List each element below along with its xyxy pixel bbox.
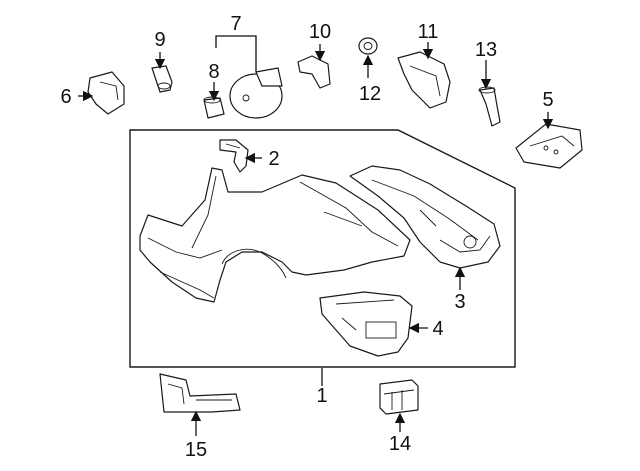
callout-11: 11 (418, 21, 439, 43)
callout-6: 6 (60, 86, 71, 108)
connector-block-part[interactable] (379, 379, 419, 415)
callout-14: 14 (389, 433, 411, 455)
callout-4: 4 (432, 318, 443, 340)
callout-3: 3 (454, 291, 465, 313)
pin-part[interactable] (478, 86, 501, 127)
callout-13: 13 (475, 39, 497, 61)
callout-9: 9 (154, 29, 165, 51)
assembly-frame (129, 129, 516, 368)
wheelhouse-part[interactable] (349, 165, 501, 269)
bracket-part[interactable] (219, 139, 249, 173)
actuator-part[interactable] (397, 51, 451, 109)
fuel-door-bumper-part[interactable] (203, 96, 225, 119)
support-bracket-part[interactable] (515, 123, 583, 169)
grommet-part[interactable] (358, 37, 378, 55)
latch-bracket-part[interactable] (297, 55, 331, 89)
leader-7 (215, 35, 257, 72)
callout-8: 8 (208, 61, 219, 83)
callout-12: 12 (359, 83, 381, 105)
inner-panel-part[interactable] (319, 291, 413, 357)
clip-part[interactable] (87, 71, 125, 115)
callout-15: 15 (185, 439, 207, 461)
callout-1: 1 (316, 385, 327, 407)
quarter-panel-part[interactable] (139, 167, 411, 303)
lower-bracket-part[interactable] (159, 373, 241, 413)
callout-7: 7 (230, 13, 241, 35)
callout-10: 10 (309, 21, 331, 43)
callout-2: 2 (268, 148, 279, 170)
plug-part[interactable] (151, 65, 173, 93)
fuel-door-part[interactable] (229, 67, 283, 119)
callout-5: 5 (542, 89, 553, 111)
